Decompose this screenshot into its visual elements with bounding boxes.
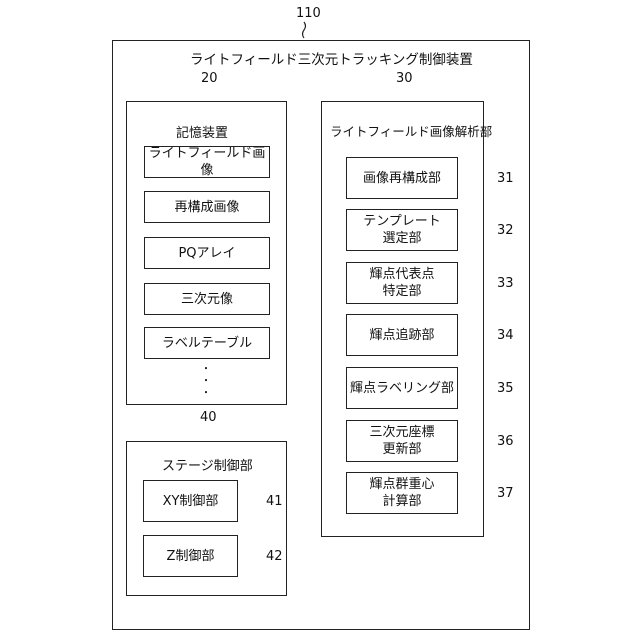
analysis-item-number: 31: [497, 171, 514, 186]
analysis-title: ライトフィールド画像解析部: [330, 121, 492, 140]
analysis-item: 輝点ラベリング部: [346, 367, 458, 409]
stage-title: ステージ制御部: [162, 455, 253, 474]
analysis-item: 輝点追跡部: [346, 314, 458, 356]
analysis-number: 30: [396, 71, 413, 86]
analysis-item-number: 37: [497, 486, 514, 501]
leader-110: [303, 22, 306, 38]
analysis-item: 画像再構成部: [346, 157, 458, 199]
storage-item: ライトフィールド画像: [144, 146, 270, 178]
storage-item: ラベルテーブル: [144, 327, 270, 359]
stage-item-number: 42: [266, 549, 283, 564]
stage-item: Z制御部: [143, 535, 238, 577]
stage-item-number: 41: [266, 494, 283, 509]
analysis-item: 三次元座標 更新部: [346, 420, 458, 462]
analysis-item-number: 35: [497, 381, 514, 396]
storage-item: 三次元像: [144, 283, 270, 315]
analysis-item: 輝点代表点 特定部: [346, 262, 458, 304]
analysis-item-number: 32: [497, 223, 514, 238]
analysis-item-number: 36: [497, 434, 514, 449]
main-number: 110: [296, 6, 321, 21]
storage-item: 再構成画像: [144, 191, 270, 223]
main-title: ライトフィールド三次元トラッキング制御装置: [190, 48, 473, 68]
analysis-item-number: 33: [497, 276, 514, 291]
stage-item: XY制御部: [143, 480, 238, 522]
storage-ellipsis: ・ ・ ・: [196, 362, 216, 402]
storage-title: 記憶装置: [176, 122, 228, 141]
analysis-item-number: 34: [497, 328, 514, 343]
storage-item: PQアレイ: [144, 237, 270, 269]
analysis-item: 輝点群重心 計算部: [346, 472, 458, 514]
stage-number: 40: [200, 410, 217, 425]
storage-number: 20: [201, 71, 218, 86]
analysis-item: テンプレート 選定部: [346, 209, 458, 251]
